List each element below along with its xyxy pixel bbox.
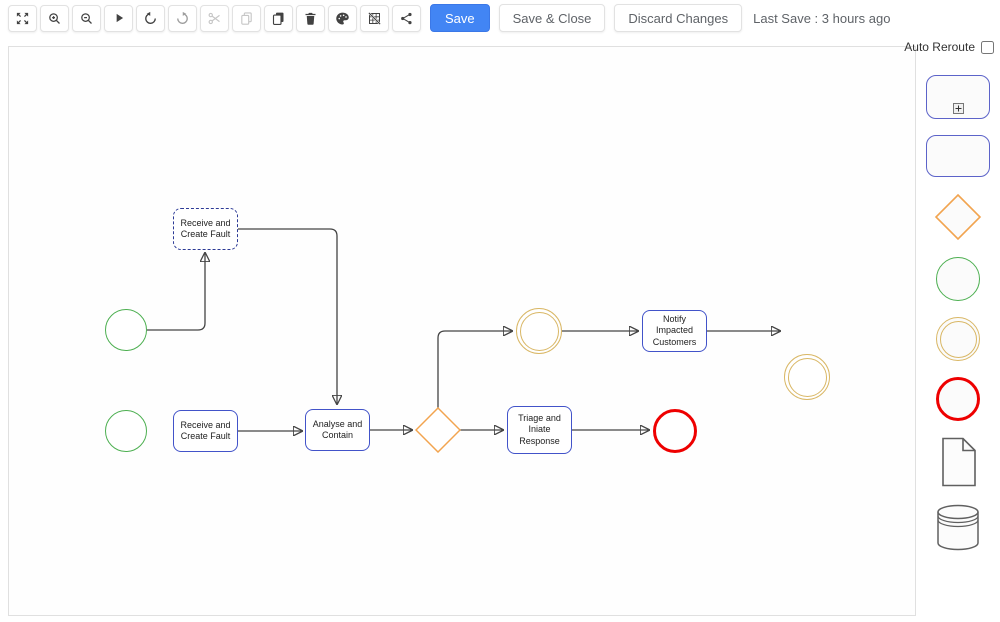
palette-gateway-shape[interactable] (934, 193, 982, 241)
toolbar: Save Save & Close Discard Changes Last S… (8, 4, 890, 32)
play-button[interactable] (104, 4, 133, 32)
auto-reroute-checkbox[interactable] (981, 40, 994, 54)
palette-icon (335, 11, 350, 26)
fit-screen-button[interactable] (8, 4, 37, 32)
edge-start-top-to-receive-top[interactable] (147, 253, 205, 331)
task-analyse-and-contain[interactable]: Analyse and Contain (305, 409, 370, 451)
task-label: Receive and Create Fault (180, 217, 231, 239)
task-receive-create-fault-bottom[interactable]: Receive and Create Fault (173, 410, 238, 452)
delete-button[interactable] (296, 4, 325, 32)
undo-button[interactable] (136, 4, 165, 32)
task-label: Notify Impacted Customers (652, 314, 697, 347)
magnifier-plus-icon (47, 11, 62, 26)
discard-changes-button[interactable]: Discard Changes (614, 4, 743, 32)
save-button[interactable]: Save (430, 4, 490, 32)
exclusive-gateway[interactable] (414, 406, 462, 458)
rotate-left-icon (143, 11, 158, 26)
redo-button[interactable] (168, 4, 197, 32)
task-notify-impacted-customers[interactable]: Notify Impacted Customers (642, 310, 707, 352)
style-button[interactable] (328, 4, 357, 32)
share-icon (399, 11, 414, 26)
start-event-bottom[interactable] (105, 410, 147, 452)
scissors-icon (207, 11, 222, 26)
palette-end-event-shape[interactable] (936, 377, 980, 421)
start-event-top[interactable] (105, 309, 147, 351)
palette-start-event-shape[interactable] (936, 257, 980, 301)
task-label: Receive and Create Fault (180, 419, 231, 441)
paste-icon (271, 11, 286, 26)
edges-layer (147, 228, 917, 617)
grid-off-icon (367, 11, 382, 26)
palette-intermediate-event-shape[interactable] (936, 317, 980, 361)
palette-document-shape[interactable] (937, 437, 979, 487)
save-and-close-button[interactable]: Save & Close (498, 4, 606, 32)
rotate-right-icon (175, 11, 190, 26)
auto-reroute-control: Auto Reroute (904, 40, 994, 54)
zoom-out-button[interactable] (72, 4, 101, 32)
palette-task-shape[interactable] (926, 135, 990, 177)
palette-subprocess-shape[interactable] (926, 75, 990, 119)
grid-toggle-button[interactable] (360, 4, 389, 32)
intermediate-event-right[interactable] (784, 354, 830, 400)
play-icon (112, 11, 126, 25)
palette-datastore-shape[interactable] (935, 503, 981, 551)
task-triage-and-iniate-response[interactable]: Triage and Iniate Response (507, 406, 572, 454)
task-label: Analyse and Contain (312, 418, 363, 440)
task-receive-create-fault-top[interactable]: Receive and Create Fault (173, 208, 238, 250)
trash-icon (303, 11, 318, 26)
expand-arrows-icon (15, 11, 30, 26)
paste-button[interactable] (264, 4, 293, 32)
copy-button[interactable] (232, 4, 261, 32)
auto-reroute-label: Auto Reroute (904, 40, 975, 54)
edge-gateway-to-intermediate-mid[interactable] (437, 331, 512, 408)
magnifier-minus-icon (79, 11, 94, 26)
shape-palette (916, 40, 1000, 551)
zoom-in-button[interactable] (40, 4, 69, 32)
cut-button[interactable] (200, 4, 229, 32)
task-label: Triage and Iniate Response (518, 413, 561, 446)
share-button[interactable] (392, 4, 421, 32)
subprocess-plus-marker-icon (952, 103, 964, 114)
gateway-diamond-icon (414, 406, 462, 454)
intermediate-event-mid[interactable] (516, 308, 562, 354)
diagram-canvas[interactable]: Receive and Create Fault Receive and Cre… (8, 46, 916, 616)
edge-receive-top-to-analyse[interactable] (238, 228, 337, 404)
last-save-status: Last Save : 3 hours ago (753, 10, 891, 26)
end-event[interactable] (653, 409, 697, 453)
copy-pages-icon (239, 11, 254, 26)
